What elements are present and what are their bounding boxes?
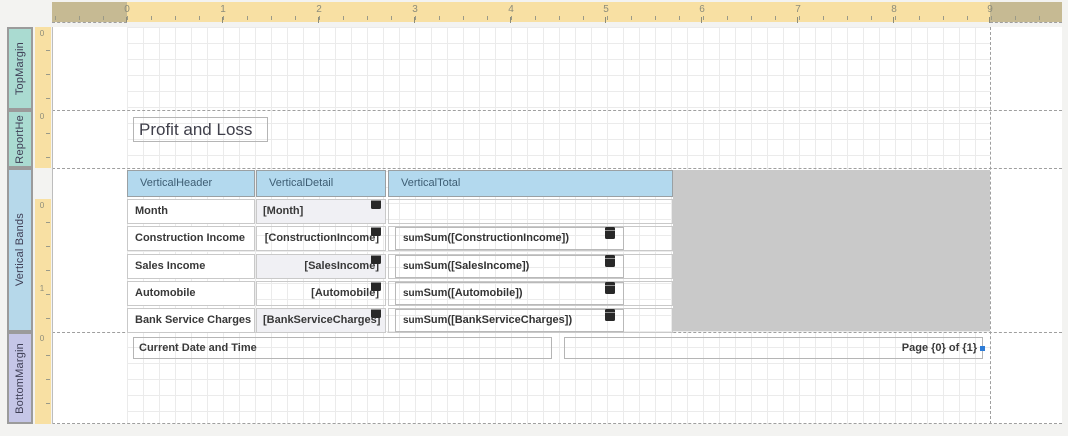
ruler-number: 2 bbox=[314, 4, 324, 23]
detail-cell[interactable]: [Month] bbox=[256, 199, 386, 224]
detail-cell[interactable]: [SalesIncome] bbox=[256, 254, 386, 279]
summary-box[interactable]: sumSum([ConstructionIncome]) bbox=[395, 227, 624, 250]
ruler-number: 3 bbox=[410, 4, 420, 23]
data-binding-icon[interactable] bbox=[605, 255, 615, 267]
data-binding-icon[interactable] bbox=[605, 282, 615, 294]
band-label-verticalbands[interactable]: Vertical Bands bbox=[7, 168, 33, 332]
ruler-number: 0 bbox=[122, 4, 132, 23]
vertical-ruler-reportheader bbox=[35, 110, 51, 168]
band-separator-dashed bbox=[52, 168, 1062, 169]
column-header-verticaldetail[interactable]: VerticalDetail bbox=[256, 170, 386, 197]
ruler-number: 8 bbox=[889, 4, 899, 23]
row-header-cell[interactable]: Bank Service Charges bbox=[127, 308, 255, 333]
row-header-cell[interactable]: Automobile bbox=[127, 281, 255, 306]
band-label-text: BottomMargin bbox=[14, 342, 26, 414]
summary-prefix: sum bbox=[403, 288, 424, 299]
anchor-marker-icon bbox=[980, 346, 985, 351]
detail-field-text: [SalesIncome] bbox=[304, 260, 379, 272]
surface-left-edge bbox=[52, 27, 53, 424]
ruler-number: 4 bbox=[506, 4, 516, 23]
summary-prefix: sum bbox=[403, 233, 424, 244]
band-label-text: ReportHe bbox=[14, 114, 26, 164]
data-binding-icon[interactable] bbox=[605, 227, 615, 239]
vertical-ruler-verticalbands bbox=[35, 199, 51, 332]
page-info-text: Page {0} of {1} bbox=[901, 342, 977, 354]
detail-cell[interactable]: [BankServiceCharges] bbox=[256, 308, 386, 333]
ruler-number: 7 bbox=[793, 4, 803, 23]
vruler-number: 0 bbox=[39, 112, 45, 121]
data-binding-icon[interactable] bbox=[371, 227, 381, 236]
row-header-cell[interactable]: Construction Income bbox=[127, 226, 255, 251]
band-label-topmargin[interactable]: TopMargin bbox=[7, 27, 33, 110]
band-label-bottommargin[interactable]: BottomMargin bbox=[7, 332, 33, 424]
total-cell[interactable] bbox=[388, 281, 673, 306]
horizontal-ruler: 0 1 2 3 4 5 6 7 8 9 bbox=[52, 2, 1062, 23]
page-boundary-dashed bbox=[52, 22, 127, 23]
row-header-cell[interactable]: Sales Income bbox=[127, 254, 255, 279]
data-binding-icon[interactable] bbox=[371, 309, 381, 318]
summary-expression: Sum([Automobile]) bbox=[423, 287, 523, 299]
ruler-ticks bbox=[55, 16, 1059, 20]
unused-band-area bbox=[673, 170, 990, 331]
detail-cell[interactable]: [ConstructionIncome] bbox=[256, 226, 386, 251]
summary-expression: Sum([ConstructionIncome]) bbox=[423, 232, 570, 244]
band-label-reportheader[interactable]: ReportHe bbox=[7, 110, 33, 168]
summary-box[interactable]: sumSum([SalesIncome]) bbox=[395, 255, 624, 278]
data-binding-icon[interactable] bbox=[371, 255, 381, 264]
detail-field-text: [ConstructionIncome] bbox=[264, 232, 379, 244]
band-separator-dashed bbox=[52, 423, 1062, 424]
band-label-text: TopMargin bbox=[14, 41, 26, 96]
total-cell[interactable] bbox=[388, 254, 673, 279]
page-info-label[interactable]: Page {0} of {1} bbox=[564, 337, 985, 359]
detail-field-text: [Month] bbox=[263, 205, 304, 217]
ruler-number: 6 bbox=[697, 4, 707, 23]
summary-prefix: sum bbox=[403, 261, 424, 272]
vruler-number: 0 bbox=[39, 334, 45, 343]
report-title-label[interactable]: Profit and Loss bbox=[133, 117, 268, 142]
vertical-ruler-topmargin bbox=[35, 27, 51, 110]
ruler-number: 5 bbox=[601, 4, 611, 23]
total-cell[interactable] bbox=[388, 199, 673, 224]
detail-field-text: [Automobile] bbox=[311, 287, 379, 299]
vertical-ruler-bottommargin bbox=[35, 332, 51, 424]
page-right-edge-dashed bbox=[990, 27, 991, 424]
band-label-text: Vertical Bands bbox=[14, 213, 26, 287]
column-header-verticalheader[interactable]: VerticalHeader bbox=[127, 170, 255, 197]
data-binding-icon[interactable] bbox=[605, 309, 615, 321]
datetime-label[interactable]: Current Date and Time bbox=[133, 337, 552, 359]
column-header-verticaltotal[interactable]: VerticalTotal bbox=[388, 170, 673, 197]
summary-box[interactable]: sumSum([Automobile]) bbox=[395, 282, 624, 305]
vruler-number: 0 bbox=[39, 201, 45, 210]
row-header-cell[interactable]: Month bbox=[127, 199, 255, 224]
ruler-number: 9 bbox=[985, 4, 995, 23]
detail-cell[interactable]: [Automobile] bbox=[256, 281, 386, 306]
summary-prefix: sum bbox=[403, 315, 424, 326]
vruler-number: 0 bbox=[39, 29, 45, 38]
summary-expression: Sum([BankServiceCharges]) bbox=[423, 314, 573, 326]
page-boundary-dashed bbox=[990, 22, 1062, 23]
band-separator-dashed bbox=[52, 110, 1062, 111]
detail-field-text: [BankServiceCharges] bbox=[263, 314, 381, 326]
ruler-number: 1 bbox=[218, 4, 228, 23]
total-cell[interactable] bbox=[388, 226, 673, 251]
summary-box[interactable]: sumSum([BankServiceCharges]) bbox=[395, 309, 624, 332]
data-binding-icon[interactable] bbox=[371, 200, 381, 209]
data-binding-icon[interactable] bbox=[371, 282, 381, 291]
vruler-number: 1 bbox=[39, 284, 45, 293]
total-cell[interactable] bbox=[388, 308, 673, 333]
summary-expression: Sum([SalesIncome]) bbox=[423, 260, 530, 272]
